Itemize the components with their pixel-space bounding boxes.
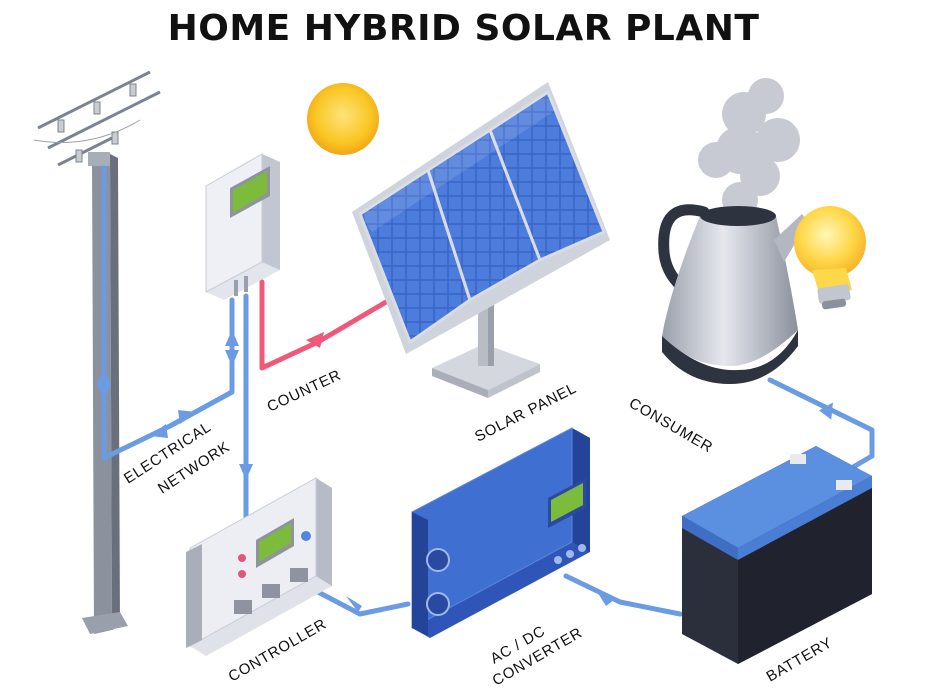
kettle-consumer	[658, 78, 808, 384]
light-bulb-icon	[794, 206, 866, 310]
acdc-converter	[411, 427, 590, 638]
arrow-up-pole	[97, 368, 111, 384]
sun-icon	[307, 83, 379, 155]
flow-battery-to-consumer	[767, 377, 875, 473]
arrow-down-controller	[239, 464, 253, 480]
label-consumer: CONSUMER	[626, 395, 716, 457]
flow-controller-to-converter	[315, 589, 411, 617]
flow-lines	[101, 165, 875, 617]
solar-flow	[259, 279, 389, 371]
fan-icon	[426, 548, 450, 572]
arrow-solar-to-counter	[306, 332, 324, 348]
solar-panel	[352, 82, 610, 398]
arrow-up-counter	[225, 330, 239, 346]
power-pole	[33, 70, 161, 634]
flow-converter-to-battery	[563, 573, 683, 617]
battery	[682, 446, 872, 664]
converter-screen	[551, 483, 583, 522]
arrow-network-left	[150, 424, 168, 438]
arrow-to-consumer	[819, 402, 833, 420]
arrow-down-pole	[97, 384, 111, 400]
counter-screen	[233, 171, 267, 213]
controller-screen	[259, 523, 291, 562]
arrow-to-converter	[346, 596, 362, 612]
arrow-down-counter	[225, 350, 239, 366]
fan-icon-2	[426, 592, 450, 616]
diagram-title: HOME HYBRID SOLAR PLANT	[167, 8, 760, 49]
flow-arrows	[97, 330, 833, 612]
charge-controller	[186, 477, 332, 656]
counter-meter	[205, 153, 280, 300]
steam-cloud	[698, 78, 800, 218]
arrow-network-right	[178, 410, 196, 424]
arrow-to-battery	[596, 590, 614, 606]
label-counter: COUNTER	[265, 367, 344, 416]
